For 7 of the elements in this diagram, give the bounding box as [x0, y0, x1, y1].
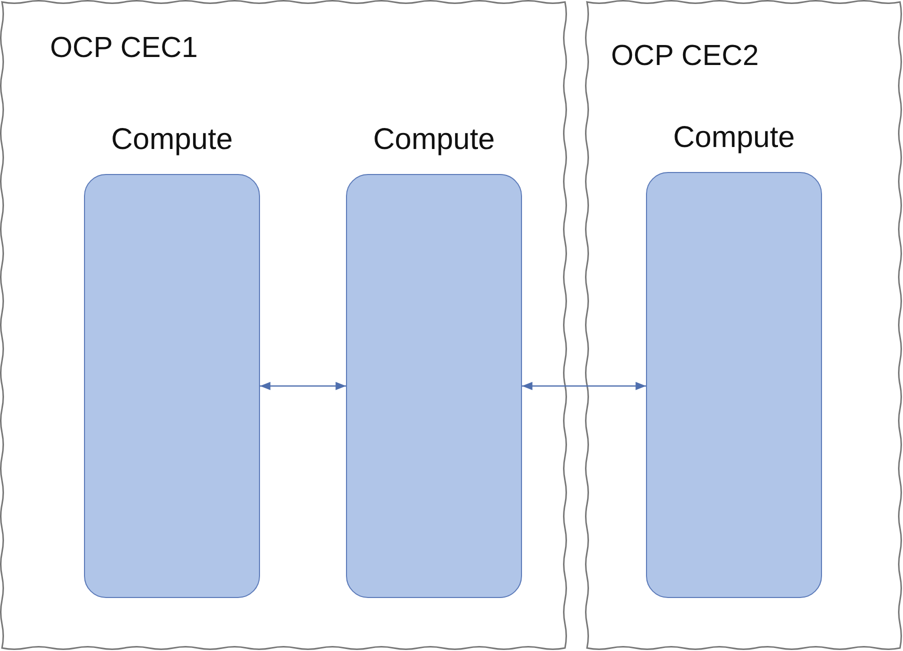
node-heading: Compute — [111, 122, 233, 158]
node-heading: Compute — [673, 120, 795, 156]
group-title: OCP CEC1 — [50, 32, 198, 65]
group-title: OCP CEC2 — [611, 40, 759, 73]
arrow — [522, 382, 646, 390]
node-heading: Compute — [373, 122, 495, 158]
arrow — [260, 382, 346, 390]
